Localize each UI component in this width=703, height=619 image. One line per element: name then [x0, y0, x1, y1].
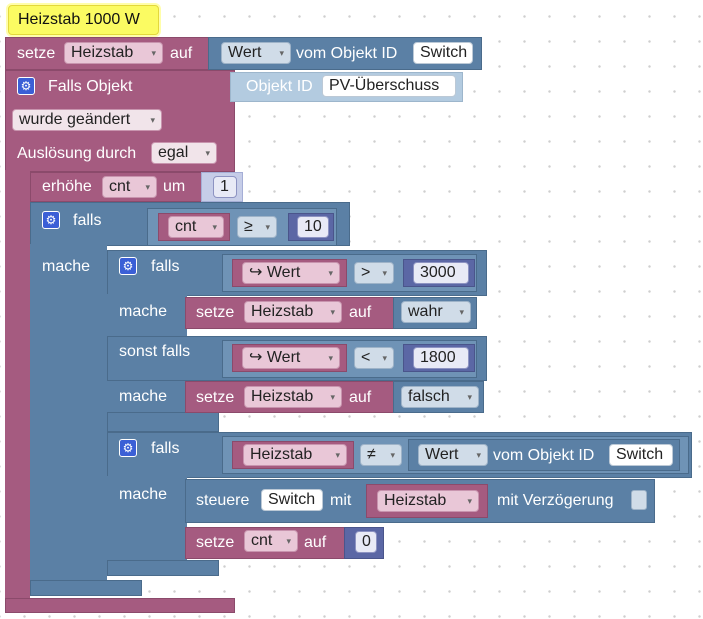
chevron-down-icon: ▾	[328, 353, 333, 363]
variable-dropdown[interactable]: Heizstab▾	[64, 42, 163, 64]
mache-label: mache	[119, 388, 168, 405]
trigger-arm	[5, 170, 30, 602]
value-dropdown[interactable]: ↪ Wert▾	[242, 262, 340, 284]
trigger-bottom	[5, 598, 235, 613]
auf-label: auf	[349, 304, 372, 321]
setze-label: setze	[196, 304, 235, 321]
chevron-down-icon: ▾	[279, 48, 284, 58]
ausloesung-label: Auslösung durch	[17, 145, 137, 162]
mache-label: mache	[119, 486, 168, 503]
chevron-down-icon: ▾	[328, 268, 333, 278]
chevron-down-icon: ▾	[390, 450, 395, 460]
setze-label: setze	[17, 45, 56, 62]
gear-icon[interactable]: ⚙	[119, 439, 137, 457]
chevron-down-icon: ▾	[335, 450, 340, 460]
chevron-down-icon: ▾	[145, 182, 150, 192]
value-type-dropdown[interactable]: Wert▾	[418, 444, 488, 466]
chevron-down-icon: ▾	[151, 48, 156, 58]
falls-objekt-label: Falls Objekt	[48, 78, 133, 95]
falls-label: falls	[151, 440, 180, 457]
increment-value[interactable]: 1	[213, 176, 237, 198]
number-3000[interactable]: 3000	[413, 262, 469, 284]
chevron-down-icon: ▾	[467, 496, 472, 506]
chevron-down-icon: ▾	[459, 307, 464, 317]
cnt-dropdown[interactable]: cnt▾	[168, 216, 224, 238]
auf-label: auf	[304, 534, 327, 551]
auf-label: auf	[349, 389, 372, 406]
operator-dropdown[interactable]: <▾	[354, 347, 394, 369]
heizstab-dropdown[interactable]: Heizstab▾	[377, 490, 479, 512]
operator-dropdown[interactable]: ≥▾	[237, 216, 277, 238]
chevron-down-icon: ▾	[265, 222, 270, 232]
number-0[interactable]: 0	[355, 531, 377, 553]
block-comment[interactable]: Heizstab 1000 W	[8, 5, 159, 35]
object-id-field[interactable]: Switch	[609, 444, 673, 466]
number-1800[interactable]: 1800	[413, 347, 469, 369]
if-block-1-bottom	[30, 580, 142, 596]
chevron-down-icon: ▾	[286, 536, 291, 546]
value-dropdown[interactable]: ↪ Wert▾	[242, 347, 340, 369]
object-id-field[interactable]: Switch	[413, 42, 473, 64]
chevron-down-icon: ▾	[382, 268, 387, 278]
chevron-down-icon: ▾	[330, 307, 335, 317]
variable-dropdown[interactable]: Heizstab▾	[244, 301, 342, 323]
auf-label: auf	[170, 45, 193, 62]
setze-label: setze	[196, 534, 235, 551]
change-type-dropdown[interactable]: wurde geändert▾	[12, 109, 162, 131]
bool-dropdown-false[interactable]: falsch▾	[401, 386, 479, 408]
if-block-3-bottom	[107, 560, 219, 576]
mache-label: mache	[119, 303, 168, 320]
chevron-down-icon: ▾	[150, 115, 155, 125]
falls-label: falls	[73, 212, 102, 229]
chevron-down-icon: ▾	[205, 148, 210, 158]
chevron-down-icon: ▾	[382, 353, 387, 363]
control-object-field[interactable]: Switch	[261, 489, 323, 511]
chevron-down-icon: ▾	[467, 392, 472, 402]
object-id-value[interactable]: PV-Überschuss	[322, 75, 456, 97]
mit-label: mit	[330, 492, 352, 509]
um-label: um	[163, 178, 186, 195]
increment-var-dropdown[interactable]: cnt▾	[102, 176, 157, 198]
gear-icon[interactable]: ⚙	[42, 211, 60, 229]
chevron-down-icon: ▾	[330, 392, 335, 402]
objekt-id-label: Objekt ID	[246, 78, 313, 95]
variable-dropdown[interactable]: Heizstab▾	[244, 386, 342, 408]
bool-dropdown-true[interactable]: wahr▾	[401, 301, 471, 323]
chevron-down-icon: ▾	[476, 450, 481, 460]
number-10[interactable]: 10	[297, 216, 329, 238]
if-block-2-bottom	[107, 412, 219, 432]
mit-verzoegerung-label: mit Verzögerung	[497, 492, 614, 509]
vom-objekt-label: vom Objekt ID	[493, 447, 595, 464]
if-block-3-body	[107, 476, 187, 576]
falls-label: falls	[151, 258, 180, 275]
heizstab-dropdown[interactable]: Heizstab▾	[243, 444, 347, 466]
trigger-source-dropdown[interactable]: egal▾	[151, 142, 217, 164]
if-block-1-body	[30, 244, 107, 596]
sonst-falls-label: sonst falls	[119, 343, 191, 360]
chevron-down-icon: ▾	[212, 222, 217, 232]
operator-dropdown[interactable]: ≠▾	[360, 444, 402, 466]
vom-objekt-label: vom Objekt ID	[296, 45, 398, 62]
value-type-dropdown[interactable]: Wert▾	[221, 42, 291, 64]
gear-icon[interactable]: ⚙	[17, 77, 35, 95]
steuere-label: steuere	[196, 492, 250, 509]
mache-label: mache	[42, 258, 91, 275]
gear-icon[interactable]: ⚙	[119, 257, 137, 275]
cnt-dropdown[interactable]: cnt▾	[244, 530, 298, 552]
delay-checkbox[interactable]	[631, 490, 647, 510]
operator-dropdown[interactable]: >▾	[354, 262, 394, 284]
setze-label: setze	[196, 389, 235, 406]
erhoehe-label: erhöhe	[42, 178, 92, 195]
